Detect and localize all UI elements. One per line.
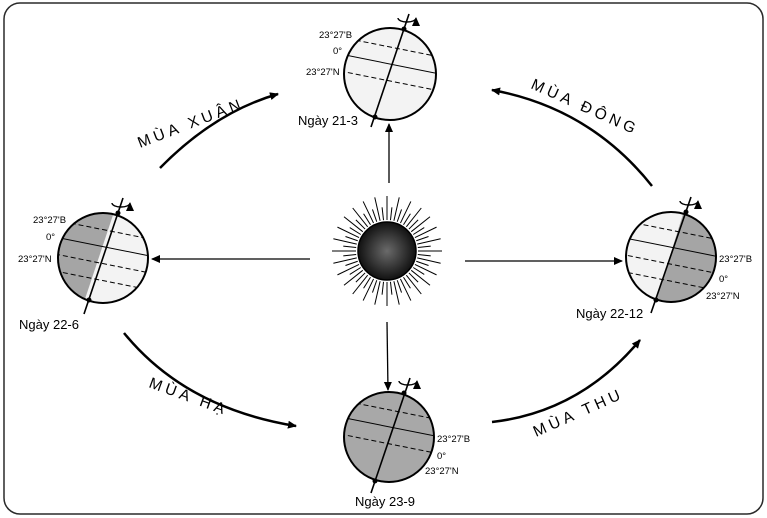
- sun-ray: [417, 245, 431, 249]
- sun-ray: [349, 227, 362, 235]
- sun-ray: [371, 209, 378, 222]
- lat-north-label: 23°27'B: [719, 254, 752, 265]
- sun-ray: [405, 207, 422, 228]
- sun-ray: [399, 201, 412, 224]
- sun-ray: [371, 280, 378, 293]
- sun-ray: [393, 281, 400, 305]
- rotation-arrow-icon: [398, 380, 421, 390]
- sun-ray: [352, 274, 369, 295]
- lat-north-label: 23°27'B: [33, 215, 66, 226]
- earth-march: 23°27'B 0° 23°27'N Ngày 21-3: [298, 13, 437, 128]
- sun-icon: [332, 196, 442, 306]
- date-label: Ngày 22-6: [19, 317, 79, 332]
- lat-south-label: 23°27'N: [306, 67, 340, 78]
- arc-winter: [491, 87, 653, 187]
- sun-ray: [355, 272, 366, 283]
- sun-ray: [410, 216, 431, 233]
- sun-ray: [416, 235, 429, 242]
- rotation-arrow-icon: [397, 17, 420, 27]
- sun-ray: [343, 269, 364, 286]
- sun-ray: [362, 201, 375, 224]
- sun-ray: [381, 207, 385, 221]
- arc-summer: [123, 332, 297, 429]
- sun-ray: [408, 219, 419, 230]
- sun-ray: [374, 281, 381, 305]
- sun-ray: [403, 213, 411, 226]
- sun-ray: [333, 238, 357, 245]
- sun-ray: [362, 278, 375, 301]
- arc-autumn: [491, 339, 641, 424]
- sun-ray: [349, 267, 362, 275]
- sun-ray: [416, 260, 429, 267]
- lat-south-label: 23°27'N: [706, 291, 740, 302]
- sun-ray: [412, 227, 425, 235]
- equator-label: 0°: [333, 46, 342, 57]
- sun-ray: [389, 207, 393, 221]
- sun-ray: [399, 278, 412, 301]
- sun-ray: [337, 263, 360, 276]
- sun-ray: [343, 216, 364, 233]
- earth-september: 23°27'B 0° 23°27'N Ngày 23-9: [343, 377, 470, 509]
- sun-ray: [417, 238, 441, 245]
- sun-ray: [352, 207, 369, 228]
- rotation-arrow-icon: [111, 202, 134, 212]
- date-label: Ngày 21-3: [298, 113, 358, 128]
- lat-north-label: 23°27'B: [319, 30, 352, 41]
- sun-ray: [414, 226, 437, 239]
- sun-ray: [343, 245, 357, 249]
- sun-ray: [337, 226, 360, 239]
- rotation-arrow-icon: [679, 200, 702, 210]
- sun-ray: [333, 257, 357, 264]
- sun-disc: [357, 221, 417, 281]
- sun-ray: [412, 267, 425, 275]
- sun-ray: [343, 253, 357, 257]
- sun-ray: [389, 281, 393, 295]
- sun-ray: [417, 257, 441, 264]
- sun-ray: [393, 197, 400, 221]
- sun-ray: [403, 276, 411, 289]
- equator-label: 0°: [46, 232, 55, 243]
- date-label: Ngày 23-9: [355, 494, 415, 509]
- sun-ray: [405, 274, 422, 295]
- sun-ray: [396, 209, 403, 222]
- lat-south-label: 23°27'N: [18, 254, 52, 265]
- sun-ray: [363, 276, 371, 289]
- sun-ray: [345, 260, 358, 267]
- sun-ray: [414, 263, 437, 276]
- sun-ray: [410, 269, 431, 286]
- sun-ray: [408, 272, 419, 283]
- sun-ray: [363, 213, 371, 226]
- sun-ray: [417, 253, 431, 257]
- ray-to-september: [383, 321, 392, 391]
- date-label: Ngày 22-12: [576, 306, 643, 321]
- sun-ray: [381, 281, 385, 295]
- lat-south-label: 23°27'N: [425, 466, 459, 477]
- lat-north-label: 23°27'B: [437, 434, 470, 445]
- sun-ray: [396, 280, 403, 293]
- equator-label: 0°: [719, 274, 728, 285]
- arc-spring: [159, 92, 279, 169]
- sun-ray: [355, 219, 366, 230]
- sun-ray: [374, 197, 381, 221]
- equator-label: 0°: [437, 451, 446, 462]
- sun-ray: [345, 235, 358, 242]
